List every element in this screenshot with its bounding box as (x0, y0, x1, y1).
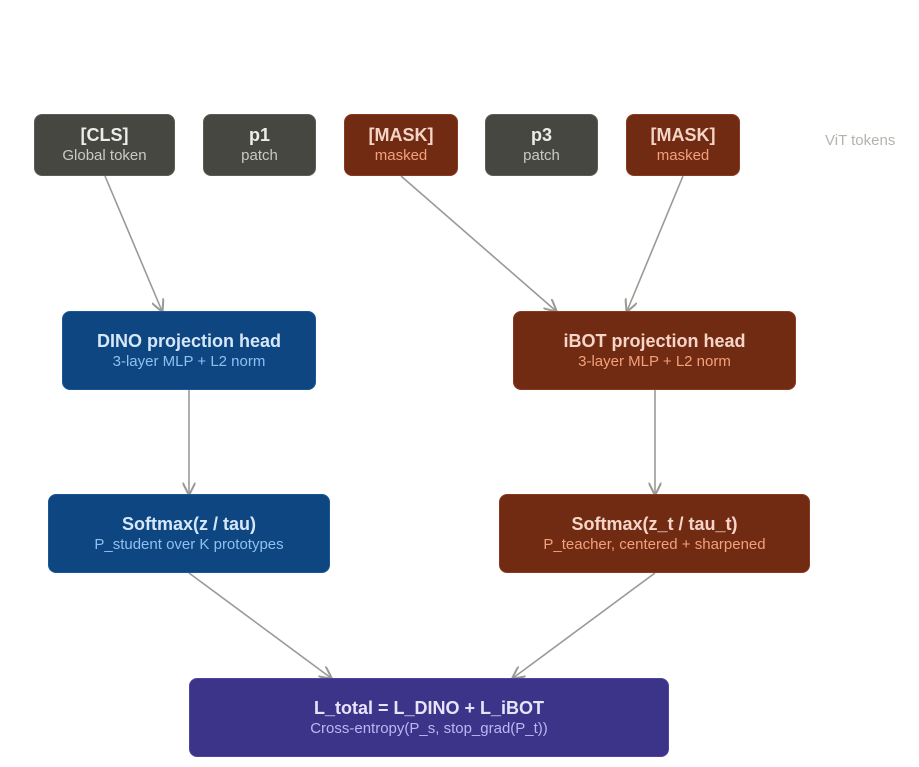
token-title: p3 (530, 125, 552, 145)
node-subtitle: Cross-entropy(P_s, stop_grad(P_t)) (310, 719, 548, 737)
node-subtitle: P_teacher, centered + sharpened (543, 535, 766, 553)
token-subtitle: masked (656, 147, 710, 164)
softmax-teacher: Softmax(z_t / tau_t) P_teacher, centered… (499, 494, 810, 573)
token-p1: p1 patch (203, 114, 316, 176)
token-title: [MASK] (650, 125, 716, 145)
node-title: iBOT projection head (563, 330, 746, 351)
token-mask-2: [MASK] masked (626, 114, 740, 176)
edge-mask1-to-ibot-head (400, 175, 556, 311)
token-cls: [CLS] Global token (34, 114, 175, 176)
softmax-student: Softmax(z / tau) P_student over K protot… (48, 494, 330, 573)
ibot-projection-head: iBOT projection head 3-layer MLP + L2 no… (513, 311, 796, 390)
edge-cls-to-dino-head (104, 175, 162, 311)
node-title: Softmax(z_t / tau_t) (571, 513, 738, 534)
node-subtitle: P_student over K prototypes (94, 535, 284, 553)
node-title: Softmax(z / tau) (121, 513, 256, 534)
token-title: [CLS] (80, 125, 129, 145)
node-title: L_total = L_DINO + L_iBOT (313, 697, 545, 718)
edge-teacher-to-loss (513, 572, 656, 678)
node-subtitle: 3-layer MLP + L2 norm (112, 352, 266, 370)
node-title: DINO projection head (96, 330, 282, 351)
node-subtitle: 3-layer MLP + L2 norm (578, 352, 731, 370)
dino-projection-head: DINO projection head 3-layer MLP + L2 no… (62, 311, 316, 390)
token-title: [MASK] (368, 125, 434, 145)
token-title: p1 (248, 125, 270, 145)
token-p3: p3 patch (485, 114, 598, 176)
vit-tokens-label: ViT tokens (825, 132, 896, 149)
total-loss: L_total = L_DINO + L_iBOT Cross-entropy(… (189, 678, 669, 757)
token-mask-1: [MASK] masked (344, 114, 458, 176)
token-subtitle: Global token (62, 147, 147, 164)
token-subtitle: patch (241, 147, 278, 164)
token-subtitle: masked (374, 147, 428, 164)
edge-student-to-loss (188, 572, 331, 678)
token-subtitle: patch (523, 147, 560, 164)
edge-mask2-to-ibot-head (627, 175, 684, 311)
